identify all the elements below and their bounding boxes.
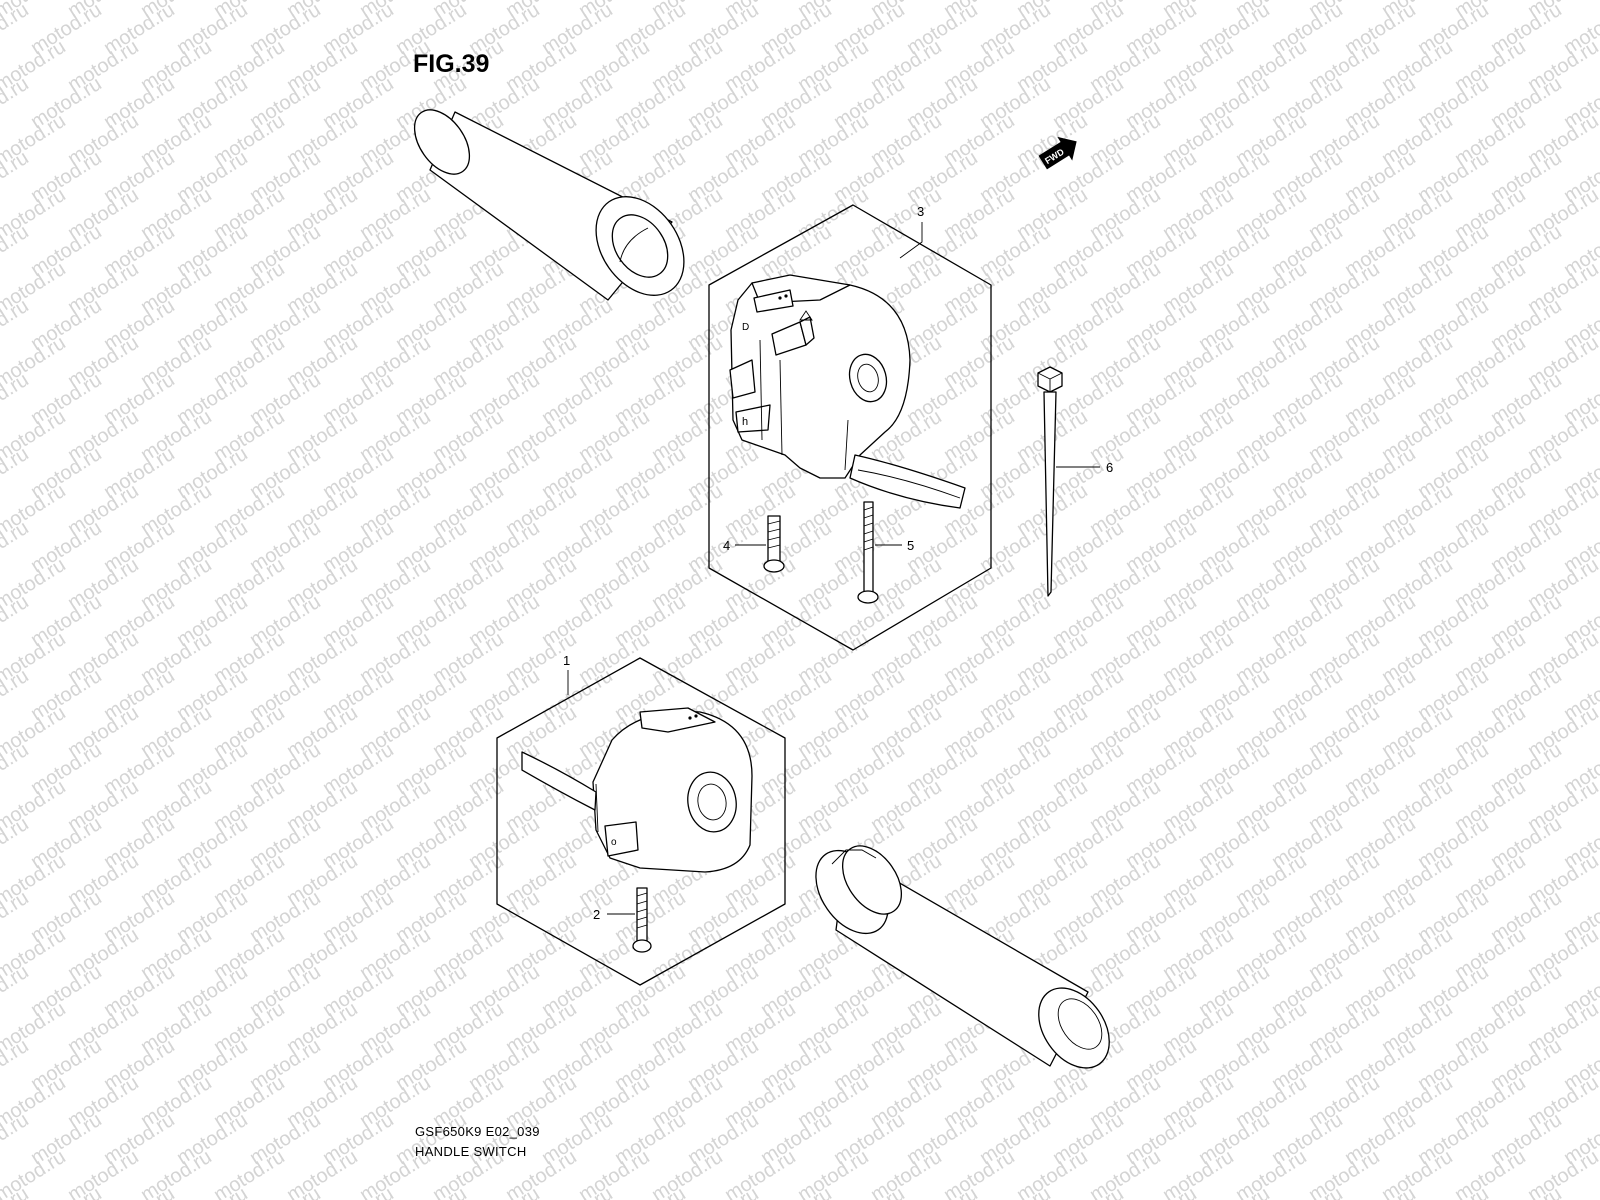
callout-1: 1: [563, 653, 570, 695]
cable-tie: [1037, 366, 1063, 597]
watermark-text: motod.ru: [0, 443, 33, 503]
throttle-grip: [815, 845, 1110, 1069]
watermark-text: motod.ru: [0, 591, 33, 651]
callout-3: 3: [899, 204, 924, 259]
watermark-text: motod.ru: [0, 221, 33, 281]
part-1-hexagon: [496, 657, 786, 986]
callout-2: 2: [593, 907, 635, 922]
switch-housing-right: o: [521, 707, 753, 873]
watermark-text: motod.ru: [0, 73, 33, 133]
screw-5: [857, 501, 879, 604]
callout-1-label: 1: [563, 653, 570, 668]
watermark-text: motod.ru: [0, 1109, 33, 1169]
screw-4: [763, 515, 785, 573]
callout-6-label: 6: [1106, 460, 1113, 475]
svg-text:o: o: [611, 837, 617, 848]
watermark-text: motod.ru: [0, 369, 33, 429]
watermark-text: motod.ru: [0, 961, 33, 1021]
callout-5-label: 5: [907, 538, 914, 553]
screw-2: [632, 887, 652, 953]
callout-2-label: 2: [593, 907, 600, 922]
watermark-text: motod.ru: [0, 147, 33, 207]
callout-4-label: 4: [723, 538, 730, 553]
svg-text:D: D: [742, 322, 749, 333]
watermark-text: motod.ru: [0, 887, 33, 947]
callout-4: 4: [723, 538, 766, 553]
watermark-text: motod.ru: [0, 1035, 33, 1095]
figure-title: FIG.39: [413, 50, 490, 78]
callout-6: 6: [1056, 460, 1113, 475]
watermark-text: motod.ru: [0, 665, 33, 725]
watermark-text: motod.ru: [0, 739, 33, 799]
callout-3-label: 3: [917, 204, 924, 219]
watermark-text: motod.ru: [0, 0, 33, 59]
watermark-text: motod.ru: [0, 295, 33, 355]
switch-housing-left: h D: [729, 274, 966, 509]
svg-text:h: h: [742, 416, 748, 428]
watermark-text: motod.ru: [0, 813, 33, 873]
footer-name: HANDLE SWITCH: [415, 1144, 527, 1159]
footer-code: GSF650K9 E02_039: [415, 1124, 540, 1139]
watermark-text: motod.ru: [0, 517, 33, 577]
left-grip: [413, 109, 685, 301]
callout-5: 5: [875, 538, 914, 553]
part-3-hexagon: [708, 204, 992, 651]
